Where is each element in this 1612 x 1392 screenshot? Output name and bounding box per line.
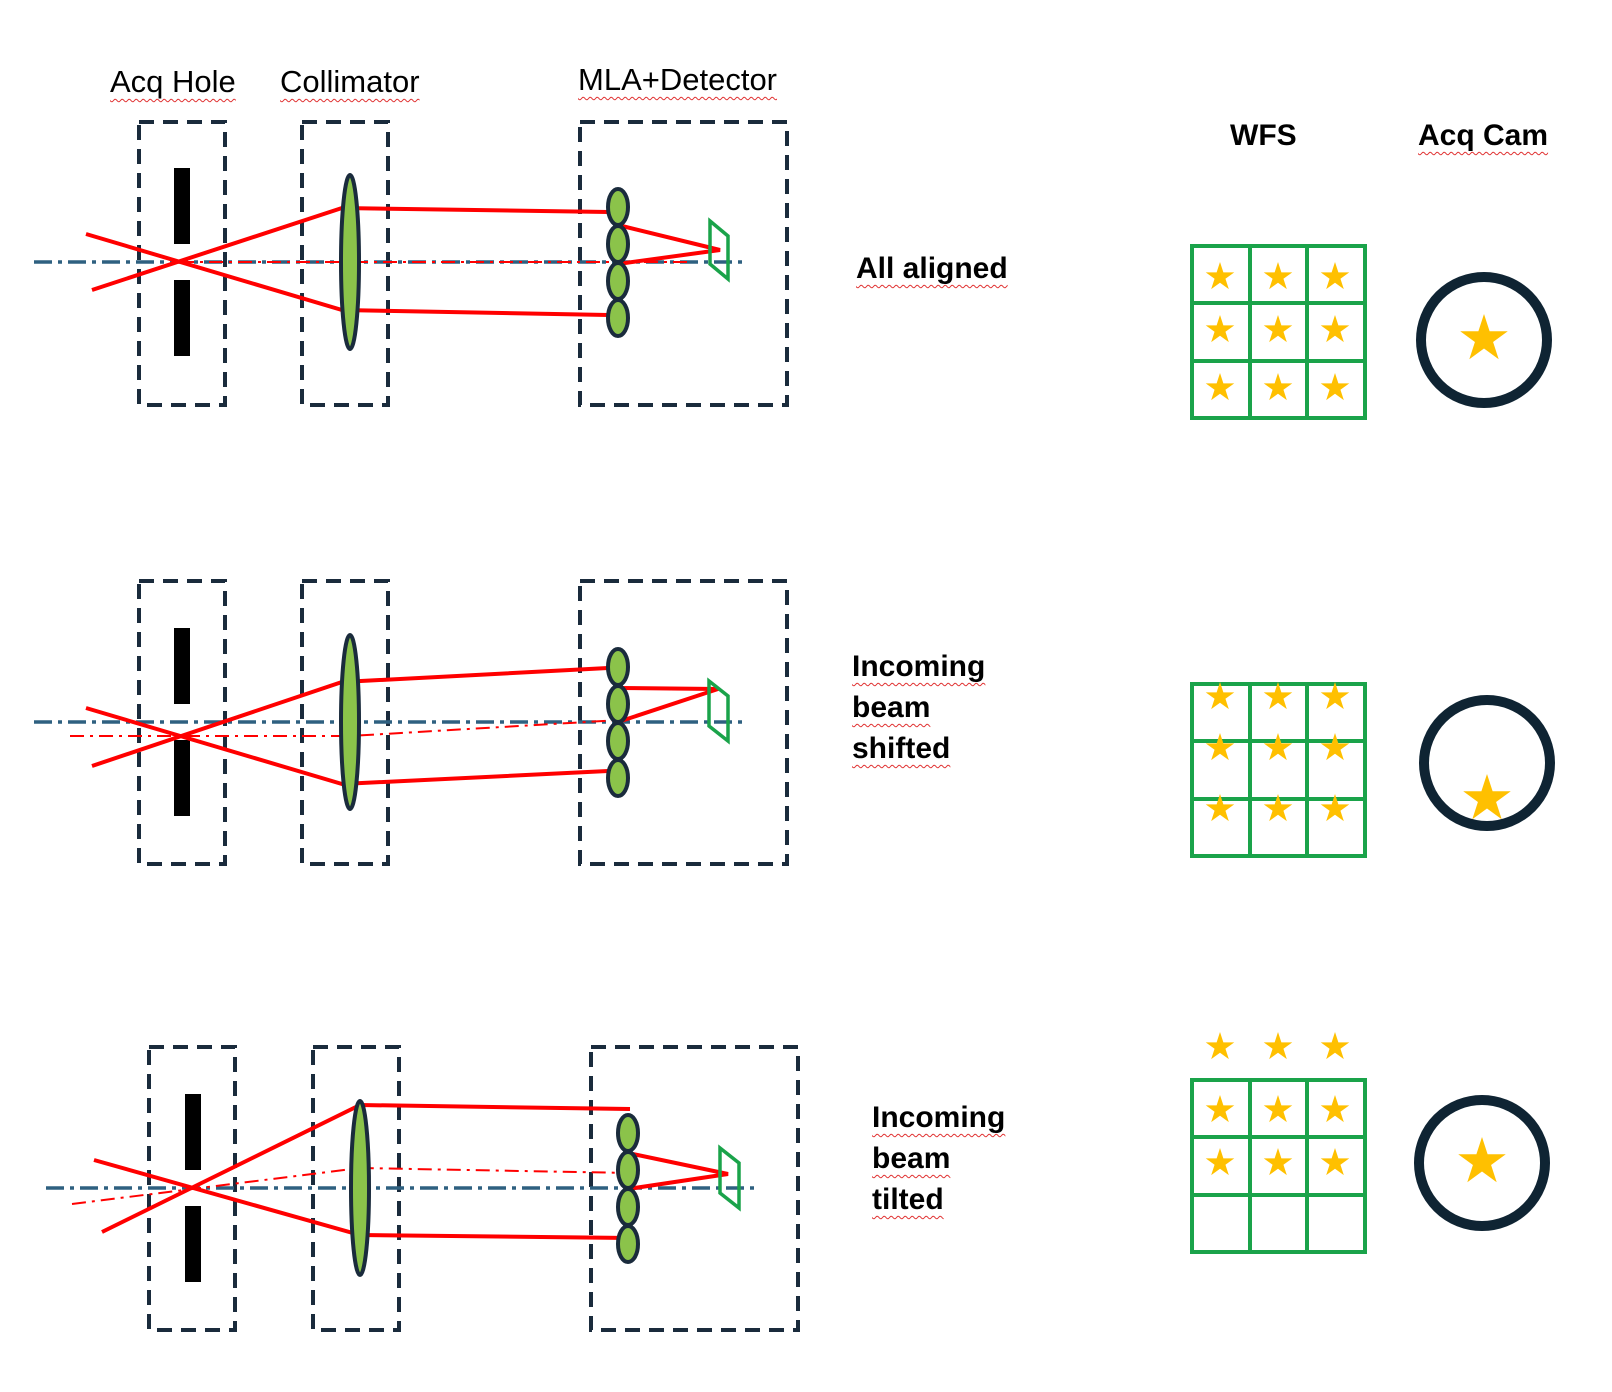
row-label-shifted-line: shifted xyxy=(852,732,951,765)
microlens-array xyxy=(606,187,630,338)
microlens-array xyxy=(606,647,630,798)
acq-cam-spot xyxy=(1463,774,1511,820)
acq-cam-shifted xyxy=(1419,695,1555,831)
header-mla-detector: MLA+Detector xyxy=(578,62,777,98)
row-label-tilted-line: beam xyxy=(872,1142,951,1175)
row-label-shifted-line: Incoming xyxy=(852,650,986,683)
acq-cam-spot xyxy=(1460,314,1508,360)
microlens-array xyxy=(616,1113,640,1264)
detector xyxy=(707,677,730,745)
header-collimator-text: Collimator xyxy=(280,64,420,99)
header-wfs-text: WFS xyxy=(1230,119,1297,152)
acq-hole-plate-bottom xyxy=(174,280,190,356)
row-label-aligned-line: All aligned xyxy=(856,252,1008,285)
collimator-lens xyxy=(339,633,361,811)
collimator-lens xyxy=(339,173,361,351)
header-acq-cam-text: Acq Cam xyxy=(1418,119,1549,152)
header-acq-hole-text: Acq Hole xyxy=(110,64,236,99)
row-label-aligned: All aligned xyxy=(856,248,1008,289)
row-all-aligned xyxy=(34,120,789,407)
row-beam-tilted xyxy=(46,1045,800,1332)
mla-detector-box xyxy=(578,579,789,866)
header-collimator: Collimator xyxy=(280,64,420,100)
detector xyxy=(708,217,730,283)
wfs-grid-shifted xyxy=(1190,682,1367,858)
header-acq-cam: Acq Cam xyxy=(1418,115,1548,156)
row-label-tilted-line: tilted xyxy=(872,1183,944,1216)
header-acq-hole: Acq Hole xyxy=(110,64,236,100)
acq-cam-aligned xyxy=(1416,272,1552,408)
acq-cam-tilted xyxy=(1414,1095,1550,1231)
row-label-tilted: Incoming beam tilted xyxy=(872,1097,1005,1220)
wfs-spots xyxy=(1205,262,1350,401)
acq-hole-plate-top xyxy=(185,1094,201,1170)
row-label-tilted-line: Incoming xyxy=(872,1101,1006,1134)
acq-hole-box xyxy=(147,1045,237,1332)
acq-hole-plate-top xyxy=(174,628,190,704)
wfs-grid-aligned xyxy=(1190,244,1367,420)
acq-hole-box xyxy=(137,120,227,407)
acq-hole-plate-top xyxy=(174,168,190,244)
row-label-shifted: Incoming beam shifted xyxy=(852,646,985,769)
collimator-lens xyxy=(349,1099,371,1277)
wfs-grid-tilted xyxy=(1190,1032,1367,1254)
chief-ray xyxy=(70,719,621,737)
header-wfs: WFS xyxy=(1230,115,1297,156)
acq-hole-plate-bottom xyxy=(185,1206,201,1282)
detector xyxy=(718,1144,741,1212)
header-mla-detector-text: MLA+Detector xyxy=(578,62,778,97)
row-label-shifted-line: beam xyxy=(852,691,931,724)
acq-hole-plate-bottom xyxy=(174,740,190,816)
wfs-spots xyxy=(1205,1032,1350,1176)
row-beam-shifted xyxy=(34,579,789,866)
acq-cam-spot xyxy=(1458,1137,1506,1183)
mla-detector-box xyxy=(589,1045,800,1332)
mla-detector-box xyxy=(578,120,789,407)
